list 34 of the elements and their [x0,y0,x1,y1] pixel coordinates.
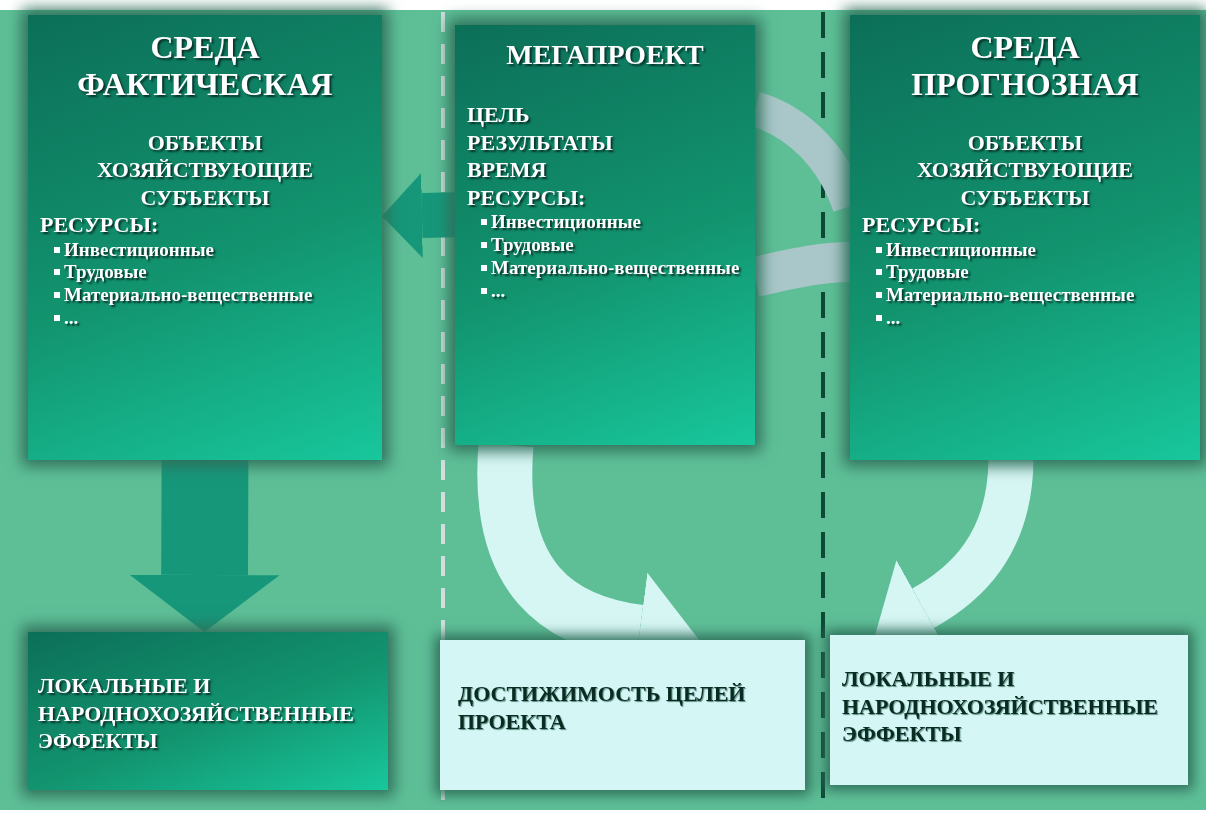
box-text: ВРЕМЯ [467,156,548,184]
box-text: РЕСУРСЫ: [40,211,160,239]
box-heading: СРЕДА ПРОГНОЗНАЯ [910,29,1140,103]
box-text: РЕСУРСЫ: [862,211,982,239]
list-item-text: ... [491,279,506,303]
process-box [440,640,805,790]
list-item-text: ... [886,307,901,330]
list-item-text: Трудовые [491,234,574,257]
process-box [850,15,1200,460]
list-item-text: Инвестиционные [64,238,214,262]
box-text: ДОСТИЖИМОСТЬ ЦЕЛЕЙ ПРОЕКТА [458,680,747,735]
box-text: ЛОКАЛЬНЫЕ И НАРОДНОХОЗЯЙСТВЕННЫЕ ЭФФЕКТЫ [38,672,356,755]
list-item-text: Материально-вещественные [886,284,1135,307]
list-item-text: Трудовые [886,261,969,285]
process-box [830,635,1188,785]
process-box [28,15,382,460]
block-arrow [129,459,280,632]
box-text: ОБЪЕКТЫ ХОЗЯЙСТВУЮЩИЕ СУБЪЕКТЫ [96,128,314,212]
box-heading: МЕГАПРОЕКТ [505,39,705,72]
box-text: ОБЪЕКТЫ ХОЗЯЙСТВУЮЩИЕ СУБЪЕКТЫ [916,128,1134,212]
list-item-text: Трудовые [64,261,147,285]
box-text: РЕСУРСЫ: [467,183,587,212]
box-heading: СРЕДА ФАКТИЧЕСКАЯ [76,29,334,103]
box-text: РЕЗУЛЬТАТЫ [467,128,614,157]
process-box [28,632,388,790]
box-text: ЦЕЛЬ [467,101,531,129]
list-item-text: ... [64,307,79,330]
block-arrow [382,172,456,258]
list-item-text: Материально-вещественные [64,284,313,307]
box-text: ЛОКАЛЬНЫЕ И НАРОДНОХОЗЯЙСТВЕННЫЕ ЭФФЕКТЫ [842,665,1160,748]
list-item-text: Инвестиционные [491,211,641,234]
list-item-text: Материально-вещественные [491,256,740,280]
list-item-text: Инвестиционные [886,238,1036,262]
process-box [455,25,755,445]
